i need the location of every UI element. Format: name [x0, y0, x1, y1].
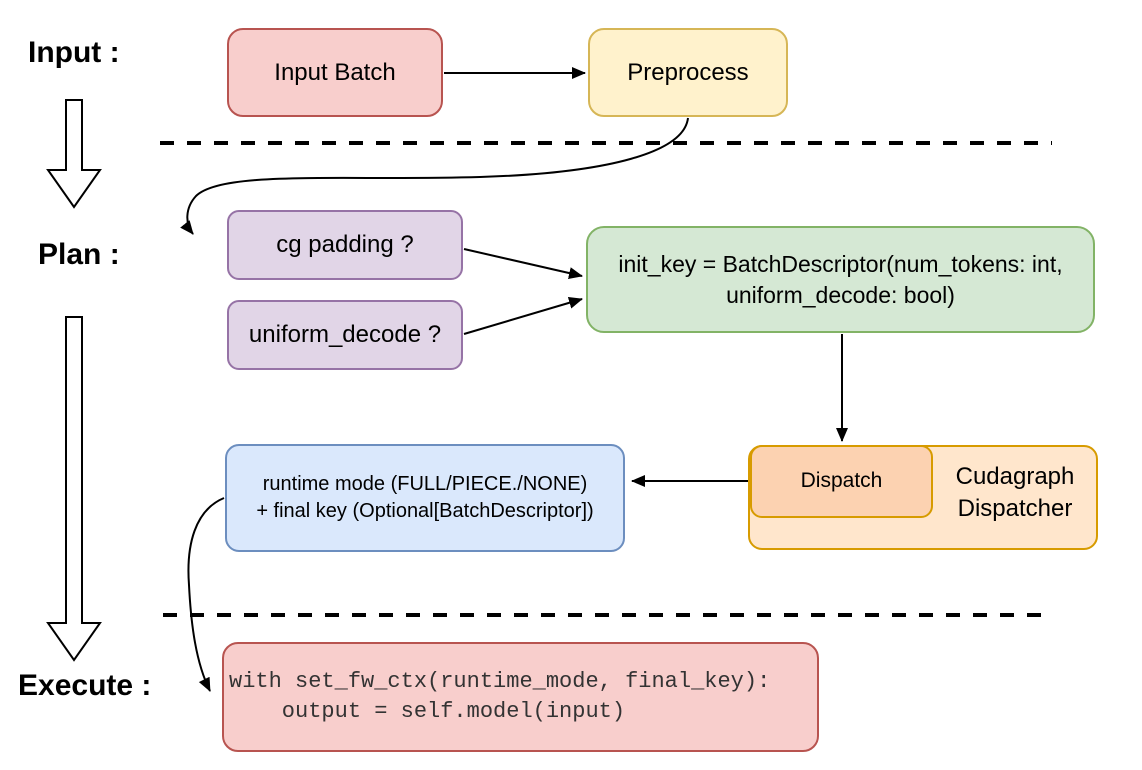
cudagraph-dispatcher-label: Cudagraph Dispatcher [935, 461, 1095, 525]
node-input-batch: Input Batch [227, 28, 443, 117]
cudagraph-dispatcher-line1: Cudagraph [955, 463, 1075, 490]
node-init-key-line1: init_key = BatchDescriptor(num_tokens: i… [618, 250, 1063, 277]
node-init-key: init_key = BatchDescriptor(num_tokens: i… [586, 226, 1095, 333]
edge-runtimemode-executecode [187, 497, 225, 692]
stage-label-plan: Plan : [38, 238, 120, 271]
node-init-key-line2: uniform_decode: bool) [726, 281, 955, 308]
stage-arrow-plan-to-execute-icon [46, 316, 102, 662]
node-execute-code: with set_fw_ctx(runtime_mode, final_key)… [222, 642, 819, 752]
execute-code-line1: with set_fw_ctx(runtime_mode, final_key)… [229, 669, 771, 694]
stage-arrow-input-to-plan-icon [46, 99, 102, 209]
edge-cgpadding-initkey [463, 248, 583, 279]
cudagraph-dispatcher-line2: Dispatcher [957, 495, 1073, 522]
edge-uniformdecode-initkey [463, 296, 583, 335]
node-cg-padding-label: cg padding ? [276, 231, 414, 258]
node-dispatch: Dispatch [750, 445, 933, 518]
stage-label-execute: Execute : [18, 669, 152, 702]
node-input-batch-label: Input Batch [274, 58, 396, 86]
execute-code-line2: output = self.model(input) [229, 699, 626, 724]
node-runtime-mode-line1: runtime mode (FULL/PIECE./NONE) [262, 473, 588, 495]
node-runtime-mode: runtime mode (FULL/PIECE./NONE) + final … [225, 444, 625, 552]
node-dispatch-label: Dispatch [800, 469, 883, 493]
stage-label-input: Input : [28, 36, 120, 69]
node-uniform-decode: uniform_decode ? [227, 300, 463, 370]
node-preprocess: Preprocess [588, 28, 788, 117]
node-uniform-decode-label: uniform_decode ? [248, 321, 442, 348]
edge-preprocess-cgpadding [180, 117, 689, 235]
node-runtime-mode-line2: + final key (Optional[BatchDescriptor]) [256, 500, 594, 522]
node-preprocess-label: Preprocess [627, 58, 749, 86]
node-cg-padding: cg padding ? [227, 210, 463, 280]
